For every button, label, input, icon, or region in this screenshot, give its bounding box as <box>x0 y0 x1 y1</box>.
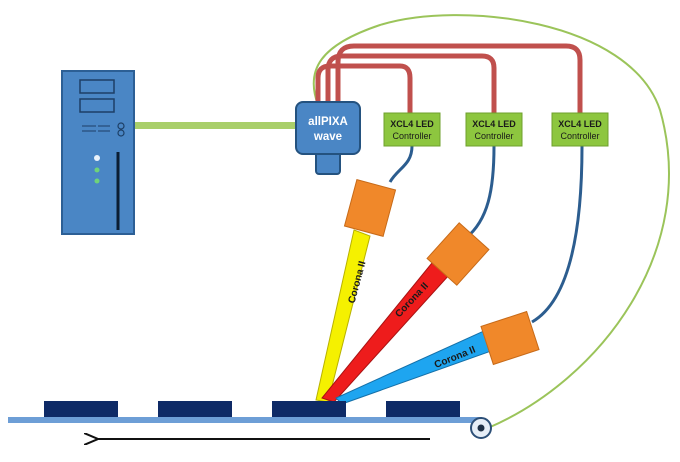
conveyor-item-4 <box>386 401 460 417</box>
pc-drive-bay-2 <box>79 98 115 113</box>
camera: allPIXA wave <box>295 101 361 175</box>
light-head-blue <box>480 310 540 366</box>
conveyor-item-1 <box>44 401 118 417</box>
conveyor-item-2 <box>158 401 232 417</box>
camera-label-line1: allPIXA <box>308 116 348 128</box>
pc-tower <box>61 70 135 235</box>
light-head-red <box>426 222 490 286</box>
controller-2-line1: XCL4 LED <box>472 119 516 129</box>
camera-label-line2: wave <box>313 131 342 143</box>
controller-2: XCL4 LED Controller <box>465 112 523 147</box>
conveyor <box>8 401 492 439</box>
conveyor-belt <box>8 417 482 423</box>
control-cables <box>315 43 583 118</box>
pc-body <box>61 70 135 235</box>
controller-3: XCL4 LED Controller <box>551 112 609 147</box>
controller-1: XCL4 LED Controller <box>383 112 441 147</box>
conveyor-item-3 <box>272 401 346 417</box>
data-cable <box>132 122 298 129</box>
light-head-yellow <box>343 179 397 237</box>
controller-1-line1: XCL4 LED <box>390 119 434 129</box>
controller-2-line2: Controller <box>474 131 513 141</box>
light-blue: Corona II <box>335 310 540 405</box>
pc-power-icon <box>117 122 125 130</box>
controller-1-line2: Controller <box>392 131 431 141</box>
encoder-cable <box>312 14 670 429</box>
pc-led-icon <box>94 155 100 161</box>
controller-3-line1: XCL4 LED <box>558 119 602 129</box>
pc-drive-bay-1 <box>79 79 115 94</box>
camera-body <box>295 101 361 155</box>
led-cables <box>388 145 584 324</box>
controller-3-line2: Controller <box>560 131 599 141</box>
